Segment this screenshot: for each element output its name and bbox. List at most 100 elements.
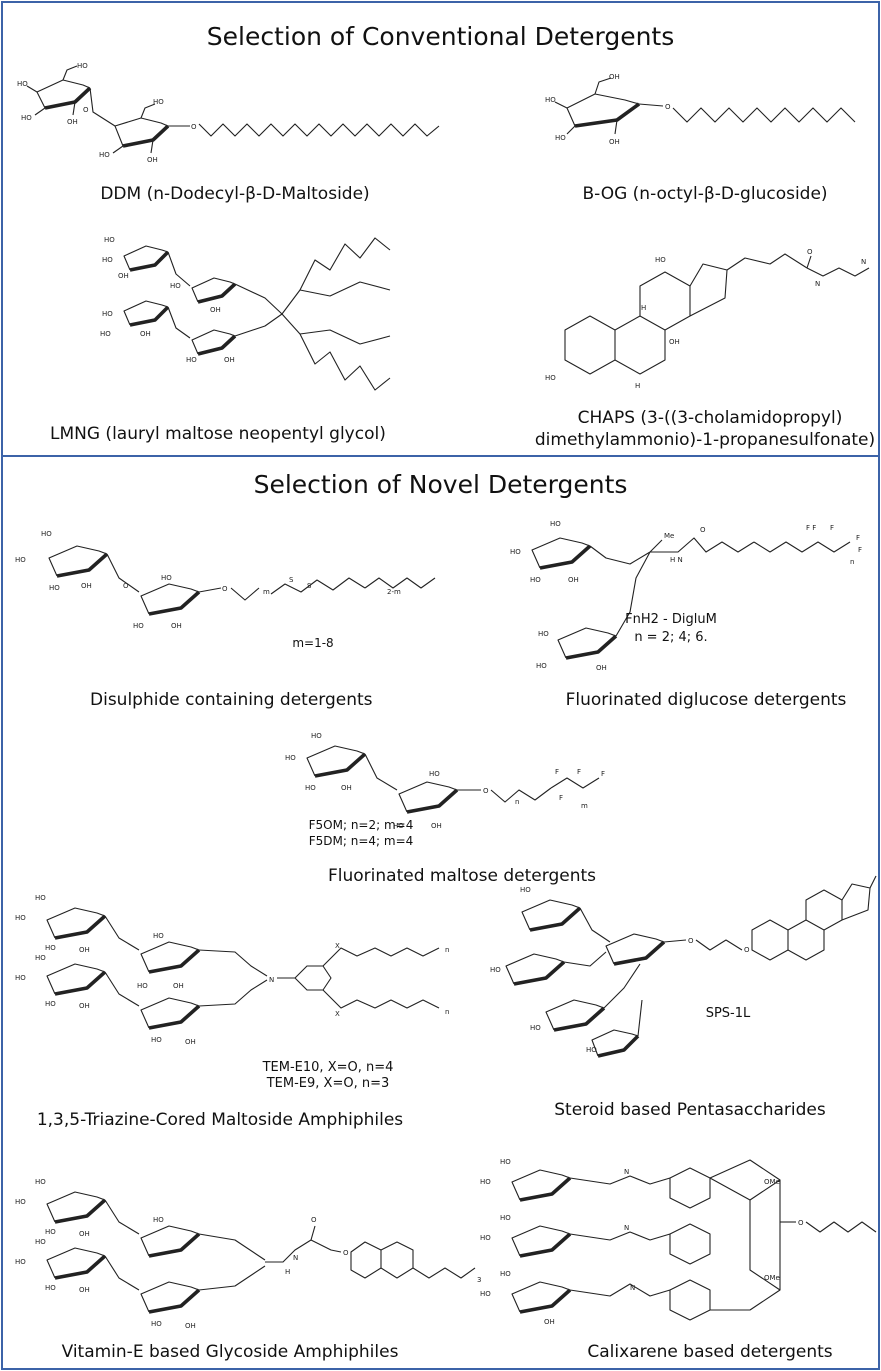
svg-text:OH: OH [185, 1322, 196, 1330]
svg-text:HO: HO [170, 282, 181, 290]
svg-text:O: O [700, 526, 706, 534]
triazine-note1: TEM-E10, X=O, n=4 [262, 1060, 394, 1075]
svg-text:HO: HO [153, 98, 164, 106]
svg-text:HO: HO [305, 784, 316, 792]
svg-text:HO: HO [153, 932, 164, 940]
svg-text:HO: HO [555, 134, 566, 142]
svg-text:OH: OH [341, 784, 352, 792]
svg-text:OH: OH [210, 306, 221, 314]
svg-text:HO: HO [530, 1024, 541, 1032]
svg-text:HO: HO [536, 662, 547, 670]
svg-text:HO: HO [480, 1290, 491, 1298]
svg-text:HO: HO [41, 530, 52, 538]
svg-text:HO: HO [15, 1198, 26, 1206]
svg-text:HO: HO [45, 1000, 56, 1008]
svg-text:O: O [311, 1216, 317, 1224]
svg-text:OH: OH [147, 156, 158, 164]
svg-text:OH: OH [118, 272, 129, 280]
svg-text:n: n [445, 946, 449, 954]
svg-text:2-m: 2-m [387, 588, 401, 596]
svg-text:O: O [744, 946, 750, 954]
svg-text:HO: HO [586, 1046, 597, 1054]
svg-text:N: N [861, 258, 866, 266]
svg-text:N: N [815, 280, 820, 288]
svg-text:HO: HO [393, 822, 404, 830]
svg-text:HO: HO [161, 574, 172, 582]
svg-text:HO: HO [49, 584, 60, 592]
svg-text:3: 3 [477, 1276, 481, 1284]
svg-text:m: m [263, 588, 270, 596]
svg-text:HO: HO [77, 62, 88, 70]
fluorinated-maltose-label: Fluorinated maltose detergents [328, 866, 596, 886]
fluorinated-diglucose-note1: FnH2 - DigluM [625, 612, 717, 627]
svg-text:OH: OH [79, 1230, 90, 1238]
conventional-title: Selection of Conventional Detergents [206, 22, 675, 51]
svg-text:F: F [830, 524, 834, 532]
disulphide-note: m=1-8 [292, 636, 334, 650]
svg-text:HO: HO [15, 914, 26, 922]
svg-text:OH: OH [224, 356, 235, 364]
novel-panel [1, 455, 880, 1370]
svg-text:S: S [289, 576, 294, 584]
fluorinated-maltose-note2: F5DM; n=4; m=4 [308, 834, 414, 848]
svg-text:HO: HO [15, 1258, 26, 1266]
svg-text:HO: HO [102, 256, 113, 264]
chaps-label-line2: dimethylammonio)-1-propanesulfonate) [534, 430, 876, 450]
svg-text:O: O [798, 1219, 804, 1227]
svg-text:HO: HO [35, 954, 46, 962]
svg-text:HO: HO [35, 1238, 46, 1246]
svg-text:OH: OH [81, 582, 92, 590]
svg-text:n: n [445, 1008, 449, 1016]
svg-text:O: O [807, 248, 813, 256]
svg-text:HO: HO [545, 96, 556, 104]
svg-text:HO: HO [151, 1036, 162, 1044]
vitamin-e-label: Vitamin-E based Glycoside Amphiphiles [61, 1342, 399, 1362]
steroid-note: SPS-1L [705, 1006, 751, 1021]
svg-text:HO: HO [500, 1270, 511, 1278]
fluorinated-diglucose-note2: n = 2; 4; 6. [634, 630, 708, 645]
triazine-label: 1,3,5-Triazine-Cored Maltoside Amphiphil… [36, 1110, 404, 1130]
svg-text:OH: OH [609, 138, 620, 146]
svg-text:HO: HO [45, 944, 56, 952]
svg-text:N: N [624, 1168, 629, 1176]
svg-text:HO: HO [104, 236, 115, 244]
svg-text:HO: HO [490, 966, 501, 974]
svg-text:HO: HO [100, 330, 111, 338]
svg-text:HO: HO [151, 1320, 162, 1328]
svg-text:H: H [641, 304, 646, 312]
svg-text:HO: HO [285, 754, 296, 762]
svg-text:S: S [307, 582, 312, 590]
svg-text:HO: HO [500, 1158, 511, 1166]
svg-text:O: O [222, 585, 228, 593]
svg-text:F: F [555, 768, 559, 776]
svg-text:HO: HO [480, 1178, 491, 1186]
svg-text:F F: F F [806, 524, 816, 532]
svg-text:F: F [601, 770, 605, 778]
svg-text:X: X [335, 942, 340, 950]
svg-text:OH: OH [79, 1002, 90, 1010]
svg-text:OH: OH [140, 330, 151, 338]
disulphide-label: Disulphide containing detergents [90, 690, 373, 710]
svg-text:HO: HO [21, 114, 32, 122]
fluorinated-diglucose-label: Fluorinated diglucose detergents [565, 690, 847, 710]
svg-text:N: N [630, 1284, 635, 1292]
svg-text:HO: HO [15, 556, 26, 564]
triazine-note2: TEM-E9, X=O, n=3 [266, 1076, 390, 1091]
svg-text:HO: HO [538, 630, 549, 638]
svg-text:OMe: OMe [764, 1274, 780, 1282]
ddm-structure: HO HO HO OH O HO HO OH O [17, 62, 440, 164]
svg-text:O: O [688, 937, 694, 945]
svg-text:F: F [559, 794, 563, 802]
svg-text:OH: OH [568, 576, 579, 584]
svg-text:HO: HO [186, 356, 197, 364]
svg-text:HO: HO [99, 151, 110, 159]
svg-text:OH: OH [173, 982, 184, 990]
